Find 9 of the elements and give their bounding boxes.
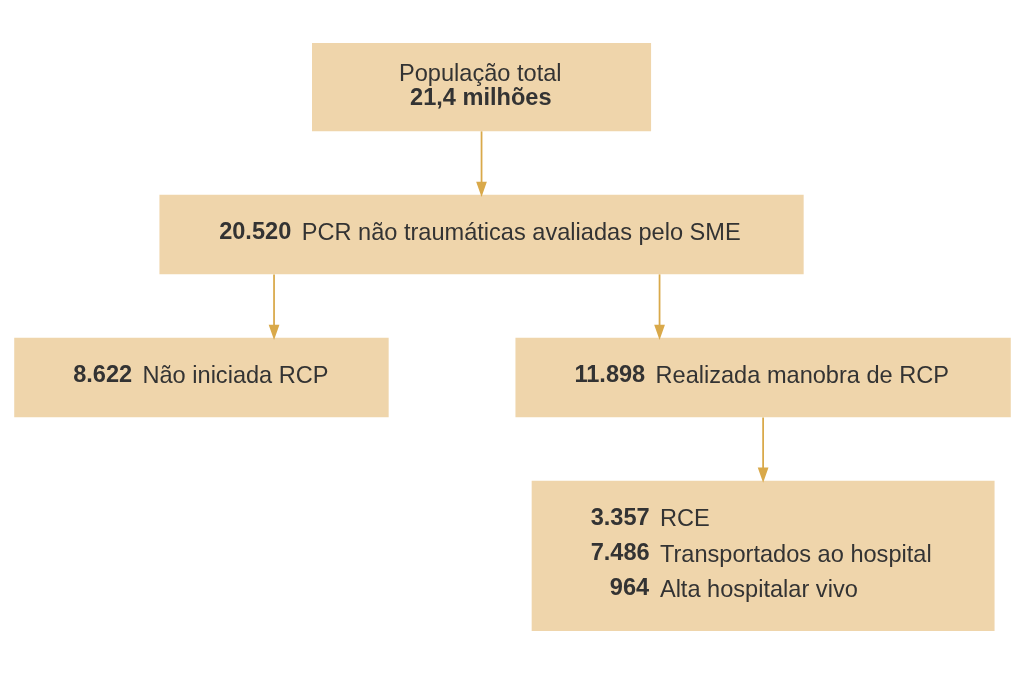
arrow <box>476 130 487 198</box>
node-box: 20.520 PCR não traumáticas avaliadas pelo SME <box>159 194 804 275</box>
arrow <box>757 416 769 483</box>
node-box: 3.357 RCE 7.486 Transportados ao hospital 964 Alta hospitalar vivo <box>531 480 995 632</box>
node-box: 11.898 Realizada manobra de RCP <box>515 337 1011 418</box>
node-box: 8.622 Não iniciada RCP <box>14 337 389 418</box>
node-box: População total 21,4 milhões <box>312 42 652 132</box>
arrow <box>654 273 665 341</box>
arrow <box>268 273 280 341</box>
